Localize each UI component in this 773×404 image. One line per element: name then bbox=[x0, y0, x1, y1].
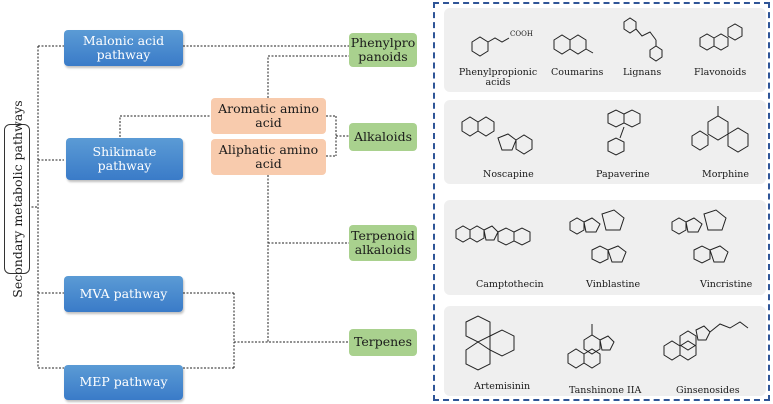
side-label: Secondary metabolic pathways bbox=[4, 100, 30, 298]
ginsenoside-structure bbox=[663, 321, 749, 361]
terpenoid-alkaloid-row bbox=[444, 200, 766, 295]
papaverine-structure bbox=[607, 109, 641, 156]
tanshinone-structure bbox=[567, 324, 615, 369]
coumarins-label: Coumarins bbox=[551, 67, 604, 78]
cooh-label: COOH bbox=[510, 30, 533, 38]
noscapine-structure bbox=[461, 116, 533, 155]
vinblastine-label: Vinblastine bbox=[586, 279, 641, 290]
coumarin-structure bbox=[553, 34, 594, 55]
camptothecin-structure bbox=[455, 225, 531, 246]
malonic-acid-pathway: Malonic acid pathway bbox=[64, 30, 183, 66]
shikimate-pathway: Shikimate pathway bbox=[66, 138, 183, 180]
artemisinin-structure bbox=[465, 315, 515, 371]
phenylpropionic-acid-structure bbox=[471, 36, 510, 57]
terpenoid-alkaloids: Terpenoid alkaloids bbox=[349, 225, 417, 261]
vinblastine-structure bbox=[569, 209, 627, 264]
terpenes: Terpenes bbox=[349, 329, 417, 356]
lignans-label: Lignans bbox=[623, 67, 662, 78]
mep-pathway: MEP pathway bbox=[64, 365, 183, 400]
terpene-row bbox=[444, 306, 766, 396]
connector-lines bbox=[28, 45, 349, 369]
mva-pathway: MVA pathway bbox=[64, 276, 183, 312]
flavonoid-structure bbox=[699, 23, 743, 51]
papaverine-label: Papaverine bbox=[596, 169, 650, 180]
ginsenosides-label: Ginsenosides bbox=[676, 385, 740, 396]
morphine-structure bbox=[691, 106, 749, 153]
lignan-structure bbox=[623, 17, 663, 62]
artemisinin-label: Artemisinin bbox=[474, 381, 531, 392]
vincristine-structure bbox=[671, 209, 729, 264]
vincristine-label: Vincristine bbox=[700, 279, 753, 290]
alkaloids: Alkaloids bbox=[349, 123, 417, 151]
phenylpropionic-acids-label: Phenylpropionic acids bbox=[458, 67, 538, 89]
compound-panel bbox=[433, 2, 770, 401]
morphine-label: Morphine bbox=[702, 169, 749, 180]
noscapine-label: Noscapine bbox=[483, 169, 534, 180]
aliphatic-amino-acid: Aliphatic amino acid bbox=[211, 139, 326, 175]
aromatic-amino-acid: Aromatic amino acid bbox=[211, 98, 326, 134]
phenylpropanoids: Phenylpro panoids bbox=[349, 33, 417, 67]
phenylpropanoid-row bbox=[444, 8, 766, 92]
flavonoids-label: Flavonoids bbox=[694, 67, 747, 78]
alkaloid-row bbox=[444, 100, 766, 184]
camptothecin-label: Camptothecin bbox=[476, 279, 544, 290]
tanshinone-label: Tanshinone IIA bbox=[569, 385, 642, 396]
